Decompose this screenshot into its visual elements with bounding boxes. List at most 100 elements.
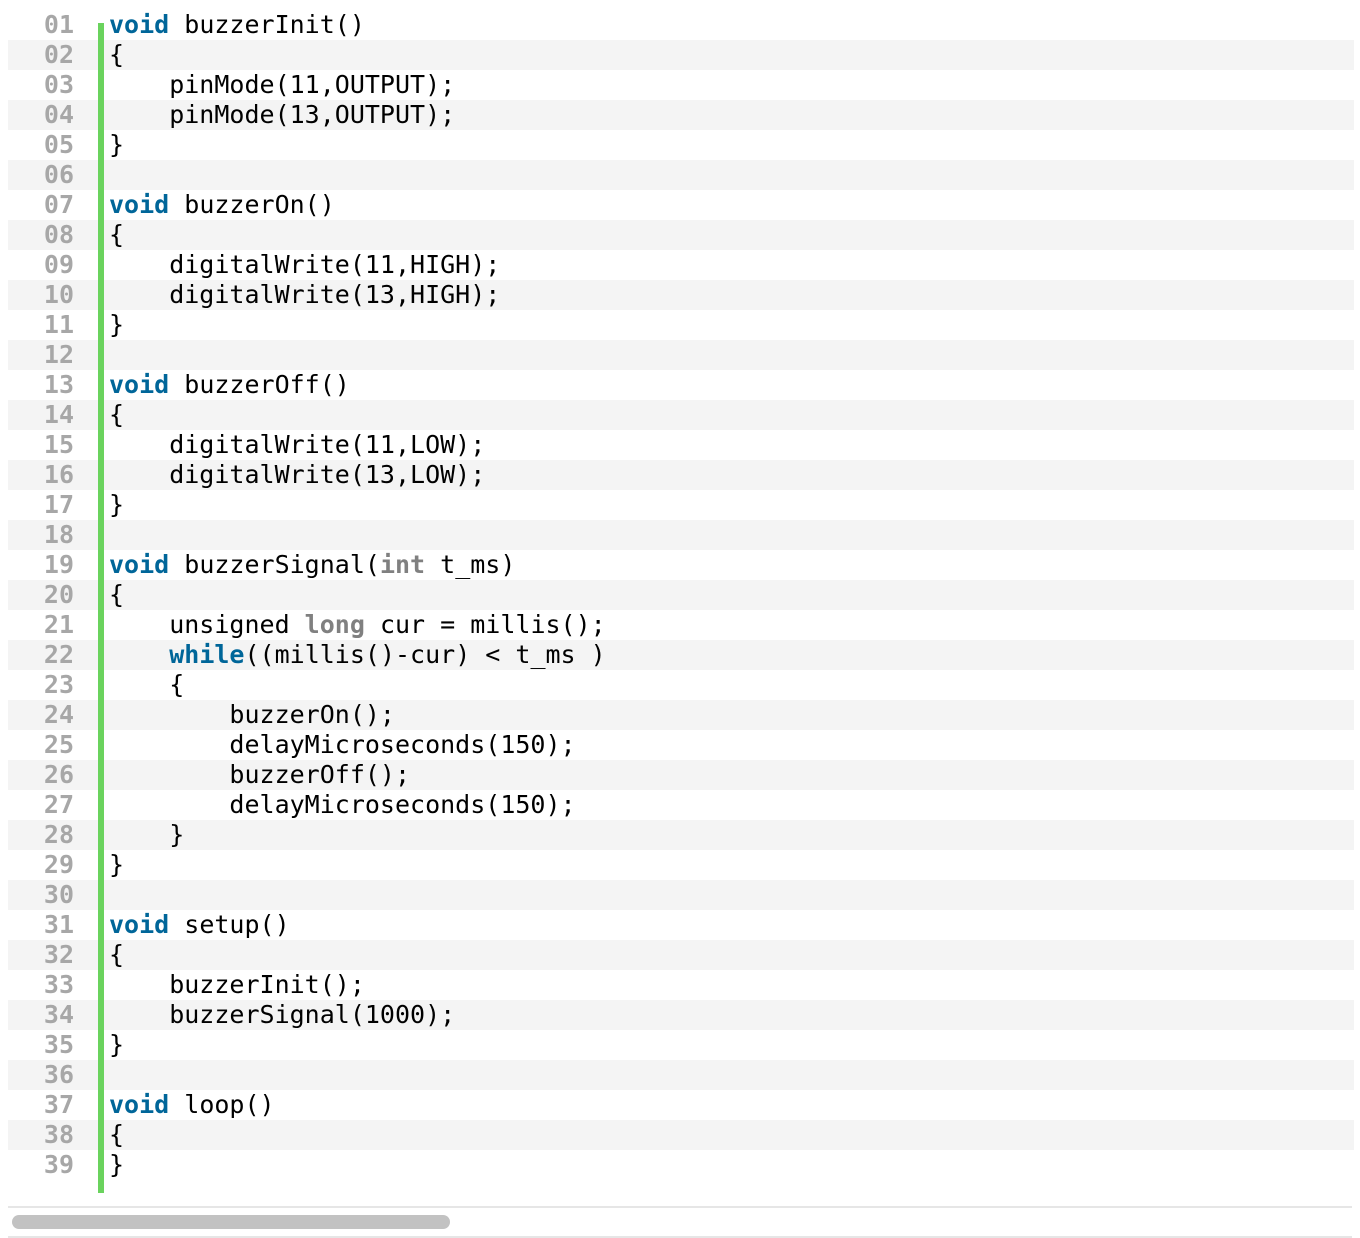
line-number: 11 [43,310,74,339]
line-number: 14 [43,400,74,429]
line-number: 10 [43,280,74,309]
line-number: 23 [43,670,74,699]
code-line: 13 void buzzerOff() [8,370,1354,400]
code-line: 04 pinMode(13,OUTPUT); [8,100,1354,130]
line-number: 04 [43,100,74,129]
code-line: 20{ [8,580,1354,610]
keyword-token: void [109,910,170,939]
code-line: 25 delayMicroseconds(150); [8,730,1354,760]
line-number: 37 [43,1090,74,1119]
keyword-token: void [109,1090,170,1119]
keyword-token: while [169,640,245,669]
line-number: 35 [43,1030,74,1059]
code-line: 14 { [8,400,1354,430]
line-code: while((millis()-cur) < t_ms ) [169,640,606,669]
line-code: { [109,400,125,429]
line-code: digitalWrite(13,HIGH); [109,280,501,309]
code-line: 12 [8,340,1354,370]
code-line: 23 { [8,670,1354,700]
line-code: buzzerSignal(1000); [109,1000,456,1029]
line-number: 32 [43,940,74,969]
code-line: 36 [8,1060,1354,1090]
line-code: } [109,850,125,879]
code-line: 33 buzzerInit(); [8,970,1354,1000]
line-code: { [109,40,125,69]
line-number: 16 [43,460,74,489]
line-code: } [109,490,125,519]
code-line: 32 { [8,940,1354,970]
line-code: { [109,220,125,249]
code-line: 15 digitalWrite(11,LOW); [8,430,1354,460]
line-number: 30 [43,880,74,909]
code-line: 18 [8,520,1354,550]
code-line: 38 { [8,1120,1354,1150]
line-number: 22 [43,640,74,669]
line-number: 12 [43,340,74,369]
line-number: 33 [43,970,74,999]
scrollbar-thumb[interactable] [12,1215,450,1229]
code-line: 09 digitalWrite(11,HIGH); [8,250,1354,280]
line-code: void buzzerSignal(int t_ms) [109,550,516,579]
line-number: 20 [43,580,74,609]
code-line: 17} [8,490,1354,520]
code-line: 35} [8,1030,1354,1060]
line-number: 09 [43,250,74,279]
line-number: 38 [43,1120,74,1149]
line-code: void buzzerOff() [109,370,350,399]
line-code: buzzerOff(); [109,760,411,789]
code-line: 26 buzzerOff(); [8,760,1354,790]
code-line: 29} [8,850,1354,880]
code-line: 08{ [8,220,1354,250]
line-code: } [109,130,125,159]
line-number: 28 [43,820,74,849]
line-code: } [109,820,185,849]
line-number: 27 [43,790,74,819]
code-line: 05} [8,130,1354,160]
code-line: 11} [8,310,1354,340]
code-line: 03 pinMode(11,OUTPUT); [8,70,1354,100]
line-code: digitalWrite(13,LOW); [109,460,486,489]
line-number: 15 [43,430,74,459]
line-code: delayMicroseconds(150); [109,730,576,759]
line-number: 07 [43,190,74,219]
code-line: 16 digitalWrite(13,LOW); [8,460,1354,490]
keyword-token: void [109,10,170,39]
keyword-token: void [109,190,170,219]
line-code: digitalWrite(11,HIGH); [109,250,501,279]
line-number: 25 [43,730,74,759]
code-line: 30 [8,880,1354,910]
line-code: pinMode(11,OUTPUT); [109,70,456,99]
line-code: void setup() [109,910,290,939]
code-line: 10 digitalWrite(13,HIGH); [8,280,1354,310]
line-code: } [109,1150,125,1179]
horizontal-scrollbar[interactable] [8,1206,1352,1238]
code-line: 07 void buzzerOn() [8,190,1354,220]
line-number: 39 [43,1150,74,1179]
line-number: 02 [43,40,74,69]
type-token: int [379,550,426,579]
line-number: 03 [43,70,74,99]
code-line: 21 unsigned long cur = millis(); [8,610,1354,640]
line-number: 29 [43,850,74,879]
line-code: { [109,940,125,969]
code-block: 01 void buzzerInit() 02 {03 pinMode(11,OUTP… [8,10,1354,1193]
line-code: } [109,1030,125,1059]
code-line: 28 } [8,820,1354,850]
line-code: void buzzerOn() [109,190,335,219]
code-line: 02 { [8,40,1354,70]
line-code: void buzzerInit() [109,10,365,39]
gutter-bar [98,23,104,1193]
line-code: { [109,1120,125,1149]
line-code: } [109,310,125,339]
code-line: 06 [8,160,1354,190]
line-number: 01 [43,10,74,39]
code-lines: 01 void buzzerInit() 02 {03 pinMode(11,OUTP… [8,10,1354,1180]
code-line: 24 buzzerOn(); [8,700,1354,730]
line-code: buzzerInit(); [109,970,365,999]
code-line: 34 buzzerSignal(1000); [8,1000,1354,1030]
line-code: { [109,670,185,699]
line-code: delayMicroseconds(150); [109,790,576,819]
line-number: 13 [43,370,74,399]
